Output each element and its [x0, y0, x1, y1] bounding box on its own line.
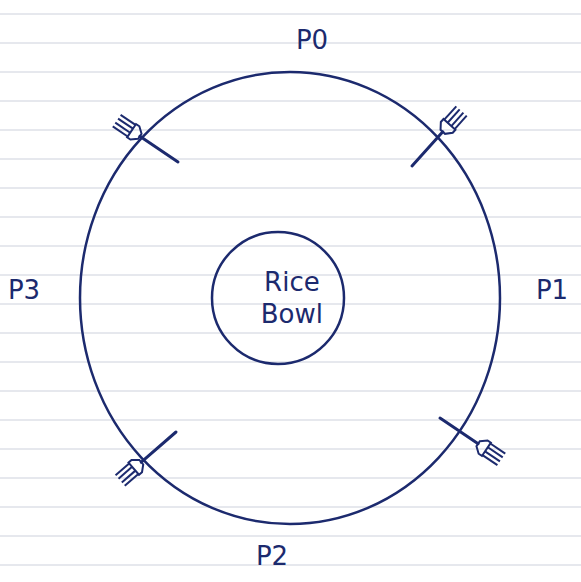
paper-lines — [0, 14, 581, 565]
fork — [112, 114, 182, 169]
bowl-circle: Rice Bowl — [210, 230, 346, 366]
philosopher-label: P3 — [8, 277, 40, 303]
philosopher-label: P0 — [296, 27, 328, 53]
fork — [115, 426, 181, 487]
table-outline — [80, 72, 500, 524]
bowl-label: Rice Bowl — [247, 266, 337, 331]
fork — [406, 106, 467, 172]
bowl-outline — [210, 230, 346, 366]
fork — [436, 411, 506, 466]
philosopher-label: P2 — [256, 543, 288, 569]
philosopher-label: P1 — [536, 277, 568, 303]
